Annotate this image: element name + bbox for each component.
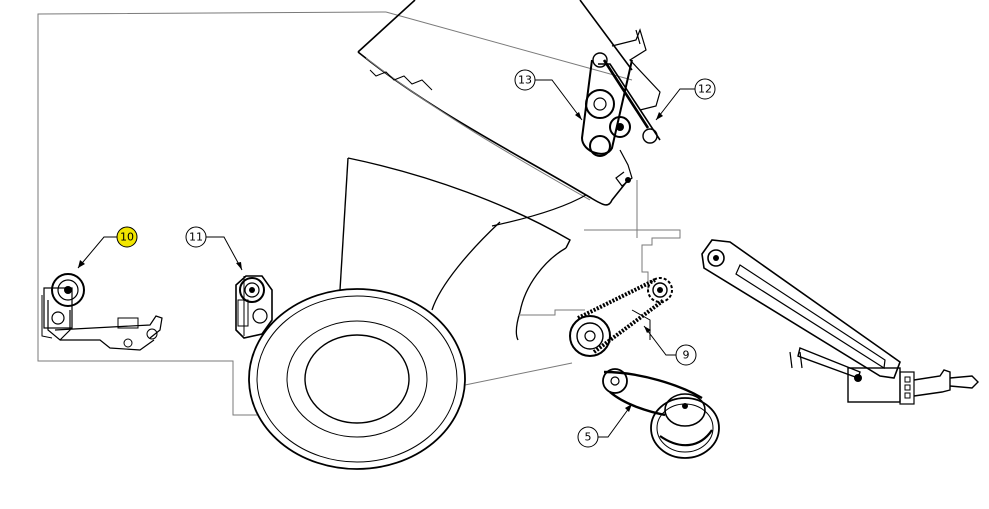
callout-11: 11 xyxy=(185,226,243,271)
callout-11-label: 11 xyxy=(189,231,203,244)
callout-5: 5 xyxy=(577,403,633,448)
callout-13: 13 xyxy=(514,69,583,121)
upper-hood-housing xyxy=(357,0,681,290)
callout-10: 10 xyxy=(77,226,138,269)
large-wheel xyxy=(248,288,466,470)
callout-12-label: 12 xyxy=(698,83,712,96)
callout-12: 12 xyxy=(655,78,716,121)
rotor-shroud xyxy=(339,157,585,341)
callout-13-label: 13 xyxy=(518,74,532,87)
machine-frame-outline xyxy=(37,11,638,416)
belt-drive-5 xyxy=(602,368,720,459)
callout-9-label: 9 xyxy=(683,349,690,362)
callout-5-label: 5 xyxy=(585,431,592,444)
belt-tensioner-assembly-10 xyxy=(41,273,163,351)
callout-9: 9 xyxy=(643,325,697,366)
idler-assembly-11 xyxy=(235,275,273,339)
right-linkage-arm xyxy=(701,239,979,405)
callout-10-label: 10 xyxy=(120,231,134,244)
chain-drive-9 xyxy=(569,277,673,357)
upper-belt-drive xyxy=(580,28,661,187)
